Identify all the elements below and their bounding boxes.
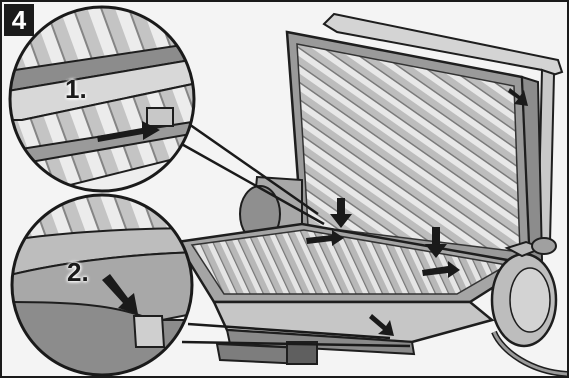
callout-label-1: 1. [65, 74, 87, 105]
release-latch [147, 108, 173, 126]
step-number-badge: 4 [4, 4, 34, 36]
callout-zoom-2 [2, 192, 202, 376]
drip-tray-tab [134, 316, 164, 347]
callout-label-2: 2. [67, 257, 89, 288]
contact-grill [177, 14, 567, 374]
